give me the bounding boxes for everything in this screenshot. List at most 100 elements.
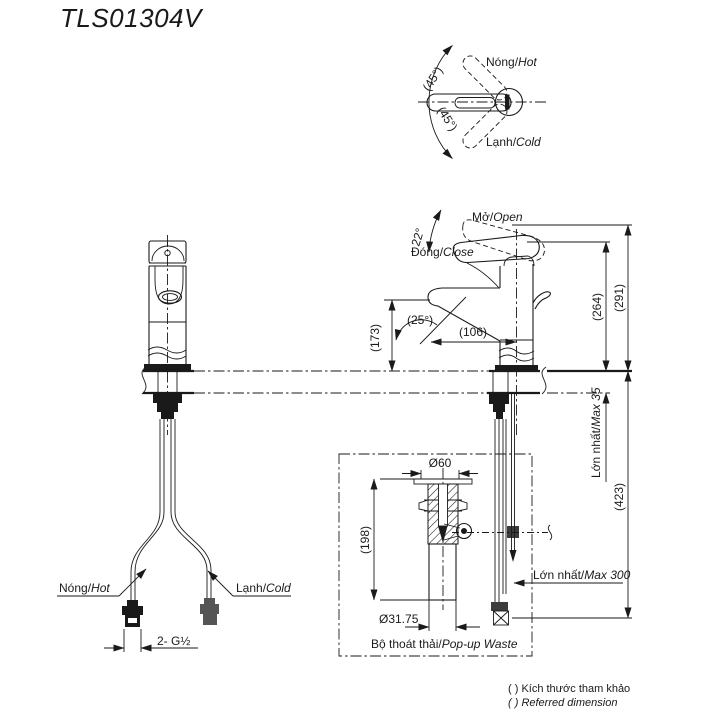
- note-reference-vi: ( ) Kích thước tham khảo: [508, 683, 630, 695]
- handle-closed: [452, 234, 540, 264]
- page-title: TLS01304V: [60, 3, 204, 33]
- tailpipe: [428, 543, 457, 601]
- open-label-en: Open: [493, 210, 523, 224]
- hot-label: Nóng/Hot: [486, 55, 537, 69]
- cold-label: Lạnh/Cold: [486, 135, 541, 149]
- hose-nut-side: [493, 610, 509, 626]
- dim-max300-en: Max 300: [584, 568, 630, 582]
- body-break-2: [498, 354, 535, 362]
- hot-supply-label: Nóng/Hot: [59, 581, 110, 595]
- drain-wing-left: [418, 499, 429, 512]
- handle-lever-cold-position: [462, 103, 508, 149]
- side-view-dimensions: Mở/Open Đóng/Close 22° (264) (291) (423)…: [368, 209, 632, 619]
- open-label: Mở/Open: [472, 210, 523, 224]
- popup-caption-vi: Bộ thoát thải/: [371, 637, 442, 651]
- spout: [427, 287, 501, 342]
- cold-supply-label: Lạnh/Cold: [236, 581, 291, 595]
- dim-106: (106): [459, 325, 487, 339]
- dim-dia3175: Ø31.75: [379, 612, 419, 626]
- close-label-vi: Đóng/: [411, 245, 444, 259]
- dim-max300-vi: Lớn nhất/: [533, 568, 585, 582]
- dim-198: (198): [358, 526, 372, 554]
- body-break-1: [498, 347, 535, 355]
- hot-label-leader: [118, 568, 147, 597]
- close-label-en: Close: [443, 245, 474, 259]
- swing-arc: [428, 45, 453, 159]
- popup-rod-end-arrow: [509, 550, 517, 562]
- popup-caption-en: Pop-up Waste: [442, 637, 518, 651]
- front-break-2: [147, 352, 187, 360]
- hot-fitting-slot: [128, 618, 137, 623]
- rod-clamp: [507, 526, 519, 538]
- dim-max35-en: Max 35: [589, 387, 603, 427]
- spout-cover: [154, 266, 184, 305]
- cold-fitting-1: [204, 598, 215, 604]
- hot-hose-inner: [134, 419, 165, 602]
- hose-nut-x2: [493, 610, 509, 626]
- cold-hose-outer: [174, 419, 212, 598]
- hot-supply-label-vi: Nóng/: [59, 581, 92, 595]
- popup-rod-knob: [532, 291, 551, 310]
- break-symbol-right: [541, 366, 547, 395]
- popup-waste-box: Ø60 (198) Ø31.75 Bộ thoát thải/Po: [338, 453, 553, 657]
- notes: ( ) Kích thước tham khảo ( ) Referred di…: [508, 683, 630, 709]
- top-view: (45°) (45°) Nóng/Hot Lạnh/Cold: [418, 45, 547, 159]
- linkage-ball-center: [461, 528, 467, 534]
- dim-423: (423): [612, 483, 626, 511]
- cold-label-vi: Lạnh/: [486, 135, 517, 149]
- spout-outlet-inner: [162, 293, 178, 301]
- handle-base: [494, 87, 524, 117]
- dim-max35-vi: Lớn nhất/: [589, 426, 603, 478]
- side-view: [427, 219, 551, 626]
- mounting-nut-side: [489, 394, 509, 404]
- detail-box-border: [338, 453, 533, 657]
- linkage-fork-2: [443, 535, 459, 541]
- open-angle-value: 22°: [408, 226, 427, 248]
- dim-173: (173): [368, 324, 382, 352]
- plug-stem: [438, 483, 448, 527]
- hot-hose-outer: [130, 419, 161, 602]
- rod-break-symbol: [547, 524, 553, 541]
- counter-section: [141, 366, 632, 395]
- cold-supply-label-en: Cold: [266, 581, 291, 595]
- drain-wing-right: [457, 499, 468, 512]
- cartridge-cap: [503, 255, 535, 267]
- cold-supply-label-vi: Lạnh/: [236, 581, 267, 595]
- plug-tip: [438, 526, 448, 543]
- open-angle-arc: [426, 209, 442, 253]
- spout-outlet: [157, 290, 183, 304]
- dim-dia60: Ø60: [429, 456, 452, 470]
- cold-hose-inner: [170, 419, 208, 598]
- hose-fitting-side: [491, 602, 508, 611]
- mounting-nut-front-3: [161, 412, 174, 419]
- handle-lever-hot-position: [462, 55, 508, 101]
- angle-45-lower: (45°): [434, 104, 460, 134]
- mounting-nut-front-2: [157, 403, 178, 412]
- break-symbol-left: [141, 366, 147, 395]
- dim-264: (264): [590, 293, 604, 321]
- handle-lever: [426, 93, 512, 112]
- front-view: Nóng/Hot Lạnh/Cold 2- G½: [57, 235, 291, 652]
- dim-max300: Lớn nhất/Max 300: [533, 568, 631, 582]
- dim-25deg: (25°): [407, 313, 433, 327]
- mounting-nut-side-3: [496, 412, 503, 419]
- dim-291: (291): [612, 284, 626, 312]
- hot-label-en: Hot: [518, 55, 537, 69]
- popup-waste-caption: Bộ thoát thải/Pop-up Waste: [371, 637, 518, 651]
- hot-fitting-2: [122, 606, 143, 615]
- handle-open: [462, 219, 545, 262]
- hot-supply-label-en: Hot: [91, 581, 110, 595]
- angle-45-upper: (45°): [420, 64, 446, 94]
- handle-cap-dome: [151, 245, 185, 262]
- mounting-nut-front: [153, 394, 182, 403]
- neck-curve: [466, 262, 500, 289]
- hot-label-vi: Nóng/: [486, 55, 519, 69]
- linkage-ball: [455, 522, 473, 540]
- handle-hub: [505, 94, 510, 110]
- front-break-1: [147, 346, 187, 354]
- mounting-nut-side-2: [493, 404, 505, 412]
- handle-lever-inner: [454, 97, 496, 109]
- cold-label-en: Cold: [516, 135, 541, 149]
